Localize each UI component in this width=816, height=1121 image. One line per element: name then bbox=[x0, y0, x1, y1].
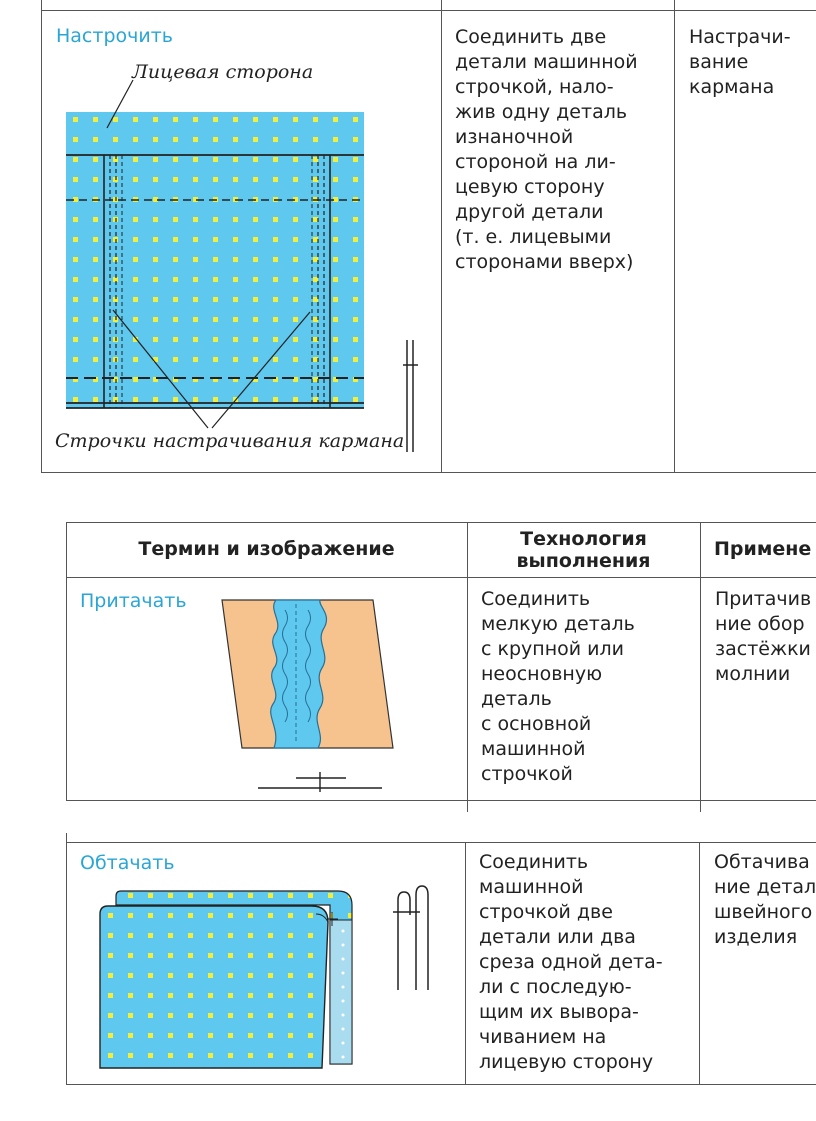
caption-pocket-stitches: Строчки настрачивания кармана bbox=[55, 430, 405, 452]
header-tech: Технология выполнения bbox=[516, 528, 651, 572]
header-use: Примене bbox=[714, 538, 812, 560]
front-fabric bbox=[99, 905, 329, 1069]
caption-face-side: Лицевая сторона bbox=[132, 61, 314, 83]
lining-edge bbox=[329, 919, 353, 1065]
use-obtachat: Обтачива ние детал швейного изделия bbox=[714, 851, 816, 948]
use-nastrochit: Настрачи- вание кармана bbox=[689, 26, 791, 98]
term-pritachat: Притачать bbox=[80, 590, 187, 612]
term-obtachat: Обтачать bbox=[80, 852, 175, 874]
ruffle-strip bbox=[270, 599, 328, 749]
tech-pritachat: Соединить мелкую деталь с крупной или не… bbox=[481, 588, 635, 785]
tech-obtachat: Соединить машинной строчкой две детали и… bbox=[479, 851, 663, 1073]
pocket-stitch-illustration bbox=[66, 79, 418, 452]
header-term: Термин и изображение bbox=[138, 538, 395, 560]
use-pritachat: Притачив ние обор застёжки молнии bbox=[715, 588, 812, 685]
tech-nastrochit: Соединить две детали машинной строчкой, … bbox=[455, 26, 638, 273]
attach-ruffle-illustration bbox=[221, 599, 394, 792]
term-nastrochit: Настрочить bbox=[56, 25, 173, 47]
face-seam-illustration bbox=[99, 885, 429, 1069]
